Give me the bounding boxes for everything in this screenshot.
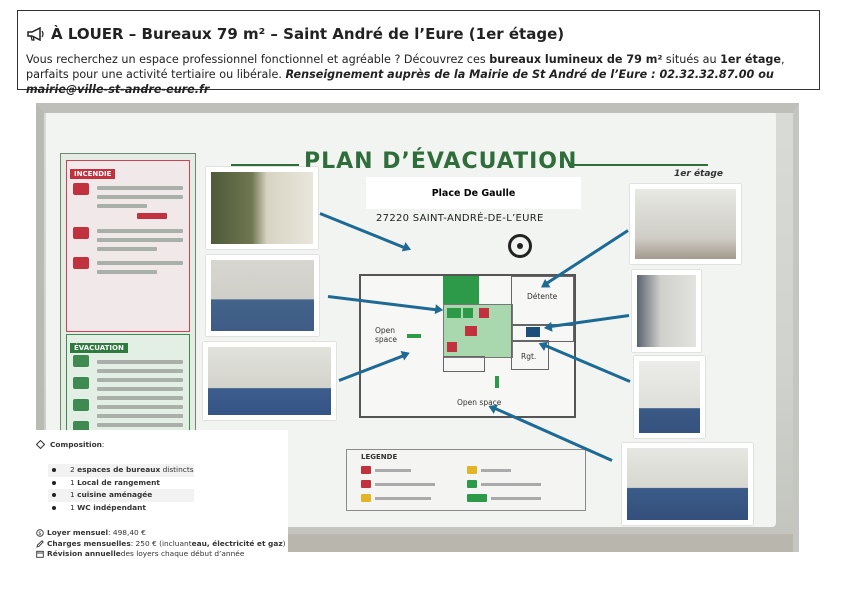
charges-bold: eau, électricité et gaz	[191, 539, 283, 548]
legend-extinguisher-icon	[361, 466, 371, 474]
list-item: 1 Local de rangement	[48, 477, 194, 490]
svg-text:$: $	[38, 531, 41, 537]
desc-bold-floor: 1er étage	[720, 53, 781, 66]
photo-kitchen	[630, 184, 741, 264]
alarm-icon	[73, 257, 89, 269]
legend-alarm-icon	[361, 480, 371, 488]
floor-label: 1er étage	[674, 169, 723, 179]
exit-sign-icon	[447, 308, 461, 318]
fire-map-icon	[447, 342, 457, 352]
label-open-space-left: Open space	[375, 326, 398, 344]
rent-value: : 498,40 €	[108, 528, 146, 537]
photo-exterior	[206, 167, 318, 249]
plan-title: PLAN D’ÉVACUATION	[304, 149, 578, 174]
no-elevator-icon	[73, 399, 89, 411]
composition-panel: Composition : 2 espaces de bureaux disti…	[30, 430, 288, 558]
list-item: 2 espaces de bureaux distincts	[48, 464, 194, 477]
coin-icon: $	[36, 528, 44, 537]
legend-boiler-icon	[467, 466, 477, 474]
toilets-icon	[526, 327, 540, 337]
charges-label: Charges mensuelles	[47, 539, 131, 548]
listing-header: À LOUER – Bureaux 79 m² – Saint André de…	[17, 10, 820, 96]
charges-line: Charges mensuelles : 250 € (incluant eau…	[36, 539, 286, 548]
evacuation-arrow-bottom	[495, 376, 499, 388]
charges-mid: : 250 € (incluant	[130, 539, 192, 548]
evacuation-heading: ÉVACUATION	[70, 343, 128, 353]
composition-heading: Composition :	[36, 440, 104, 449]
listing-title: À LOUER – Bureaux 79 m² – Saint André de…	[27, 25, 564, 43]
photo-wc	[632, 270, 701, 352]
room-rgt	[511, 340, 549, 370]
you-are-here-icon	[508, 234, 532, 258]
extinguisher-icon	[73, 227, 89, 239]
megaphone-icon	[27, 27, 44, 41]
legend-title: LEGENDE	[361, 453, 398, 461]
label-open-space-bottom: Open space	[457, 398, 502, 407]
city-label: 27220 SAINT-ANDRÉ-DE-L’EURE	[376, 213, 544, 224]
photo-office-2	[203, 342, 336, 420]
rent-label: Loyer mensuel	[47, 528, 109, 537]
list-item: 1 cuisine aménagée	[48, 489, 194, 502]
exit-icon	[73, 377, 89, 389]
exit-arrow-icon	[463, 308, 473, 318]
desc-contact: Renseignement auprès de la Mairie de St …	[26, 68, 774, 96]
desc-mid: situés au	[662, 53, 721, 66]
legend-electric-icon	[361, 494, 371, 502]
composition-suffix: :	[101, 440, 105, 449]
stairs-icon	[443, 276, 479, 306]
label-detente: Détente	[527, 292, 558, 301]
revision-line: Révision annuelle des loyers chaque débu…	[36, 549, 244, 558]
desc-bold-surface: bureaux lumineux de 79 m²	[489, 53, 663, 66]
place-label: Place De Gaulle	[366, 177, 581, 209]
composition-label: Composition	[50, 440, 102, 449]
pencil-icon	[36, 539, 44, 548]
composition-list: 2 espaces de bureaux distincts 1 Local d…	[48, 464, 194, 514]
room-detente	[511, 276, 574, 326]
legend-path-icon	[467, 480, 477, 488]
revision-value: des loyers chaque début d’année	[120, 549, 245, 558]
extinguisher-map-icon	[479, 308, 489, 318]
listing-description: Vous recherchez un espace professionnel …	[26, 52, 812, 97]
desc-intro: Vous recherchez un espace professionnel …	[26, 53, 490, 66]
revision-label: Révision annuelle	[47, 549, 121, 558]
evacuation-plan-photo: INCENDIE ÉVACUATION	[36, 103, 799, 552]
label-rgt: Rgt.	[521, 352, 537, 361]
incendie-section: INCENDIE	[66, 160, 190, 332]
evacuation-arrow-left	[407, 334, 421, 338]
desc-end: , parfaits pour une activité tertiaire o…	[26, 53, 785, 81]
photo-storage	[634, 356, 705, 438]
charges-end: )	[282, 539, 286, 548]
listing-title-text: À LOUER – Bureaux 79 m² – Saint André de…	[51, 25, 565, 43]
sound-signal-icon	[73, 355, 89, 367]
rent-line: $ Loyer mensuel : 498,40 €	[36, 528, 146, 537]
photo-office-1	[206, 255, 319, 336]
room-small	[443, 356, 485, 372]
list-item: 1 WC indépendant	[48, 502, 194, 515]
fire-icon	[73, 183, 89, 195]
photo-open-space	[622, 443, 753, 525]
calendar-icon	[36, 550, 44, 558]
diamond-icon	[36, 440, 45, 449]
incendie-heading: INCENDIE	[70, 169, 116, 179]
legend-exit-icon	[467, 494, 487, 502]
plan-legend: LEGENDE	[346, 449, 586, 511]
alarm-map-icon	[465, 326, 477, 336]
